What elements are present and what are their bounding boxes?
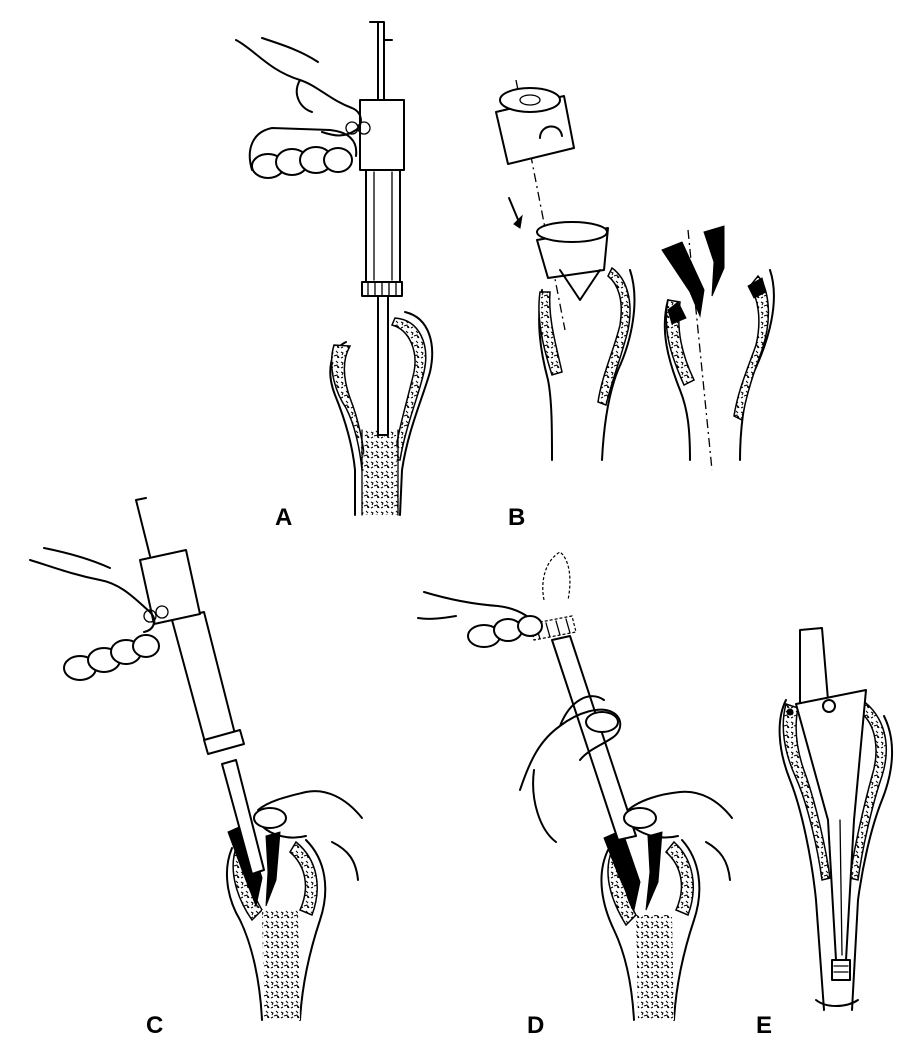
panel-label-e: E bbox=[756, 1014, 772, 1038]
panel-e-prosthesis-neck bbox=[800, 628, 828, 706]
panel-a-handle-block bbox=[360, 100, 404, 170]
panel-c-wedge-right bbox=[266, 832, 280, 906]
panel-c-hand-upper bbox=[30, 548, 154, 632]
panel-e-stem bbox=[796, 690, 866, 960]
panel-label-c: C bbox=[146, 1014, 163, 1038]
panel-b-drawing bbox=[496, 80, 774, 470]
panel-a-bone-marrow bbox=[362, 430, 398, 515]
panel-d-rod bbox=[552, 636, 636, 840]
panel-e-nail-tip bbox=[832, 960, 850, 980]
panel-d-drawing bbox=[418, 552, 732, 1020]
panel-e-drawing bbox=[780, 628, 892, 1010]
panel-a-barrel bbox=[366, 170, 400, 282]
panel-c-handle-block bbox=[140, 550, 200, 624]
panel-b-impactor-right bbox=[704, 226, 724, 296]
panel-label-b: B bbox=[508, 506, 525, 530]
panel-a-drawing bbox=[236, 22, 432, 515]
panel-a-rod bbox=[378, 290, 388, 435]
panel-label-a: A bbox=[275, 506, 292, 530]
panel-a-hand bbox=[236, 38, 361, 136]
panel-a-bone-cortex-left bbox=[332, 345, 366, 470]
panel-c-barrel bbox=[172, 612, 236, 746]
panel-d-wedge-right bbox=[646, 832, 662, 910]
panel-c-drawing bbox=[30, 498, 362, 1020]
panel-label-d: D bbox=[527, 1014, 544, 1038]
